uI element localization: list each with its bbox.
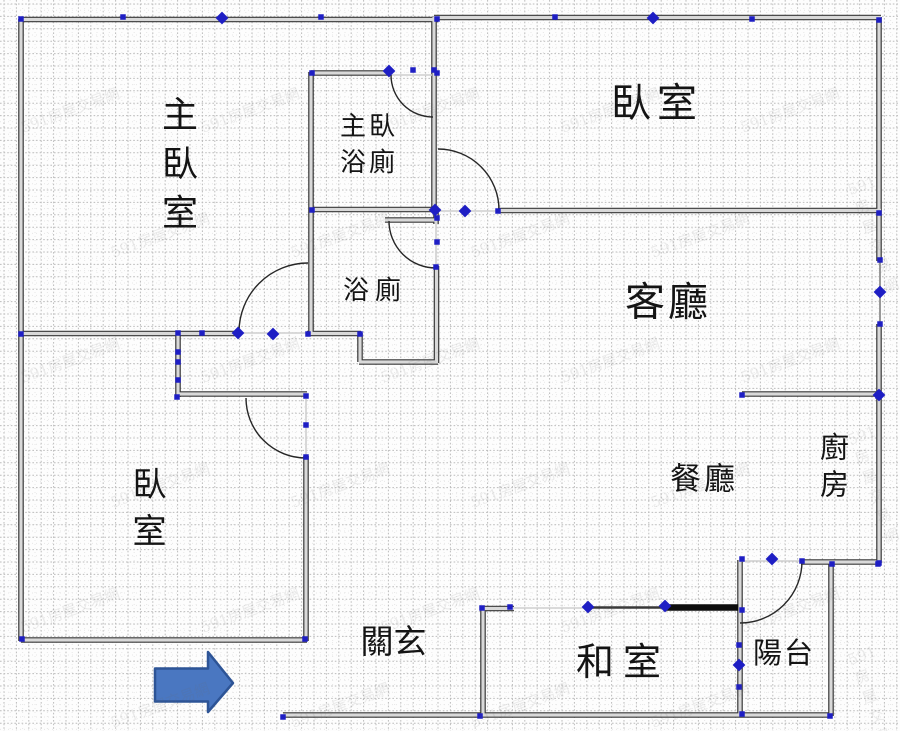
vertex-handle[interactable] [175, 330, 181, 336]
vertex-handle[interactable] [215, 11, 229, 25]
vertex-handle[interactable] [495, 208, 501, 214]
vertex-handle[interactable] [18, 16, 24, 22]
vertex-handle[interactable] [309, 207, 315, 213]
vertex-handle[interactable] [749, 16, 755, 22]
vertex-handle[interactable] [877, 321, 883, 327]
vertex-handle[interactable] [765, 552, 779, 566]
vertex-handle[interactable] [829, 561, 835, 567]
vertex-handle[interactable] [382, 64, 396, 78]
vertex-handle[interactable] [434, 215, 440, 221]
door-arcs [238, 74, 803, 624]
vertex-handle[interactable] [875, 561, 881, 567]
vertex-handle[interactable] [739, 711, 745, 717]
vertex-handle[interactable] [433, 264, 439, 270]
vertex-handle[interactable] [739, 556, 745, 562]
vertex-handle[interactable] [303, 422, 309, 428]
vertex-handle[interactable] [458, 204, 472, 218]
vertex-handle[interactable] [302, 636, 308, 642]
vertex-handle[interactable] [305, 331, 311, 337]
vertex-handle[interactable] [434, 239, 440, 245]
vertex-handle[interactable] [266, 327, 280, 341]
door-swing-arc [388, 220, 437, 269]
vertex-handle[interactable] [434, 16, 440, 22]
vertex-handle[interactable] [736, 684, 742, 690]
vertex-handle[interactable] [120, 14, 126, 20]
vertex-handle[interactable] [318, 14, 324, 20]
vertex-handle[interactable] [877, 257, 883, 263]
vertex-handle[interactable] [303, 454, 309, 460]
door-swing-arc [437, 148, 500, 211]
door-swing-arc [739, 560, 803, 624]
vertex-handle[interactable] [280, 714, 286, 720]
vertex-handle[interactable] [18, 331, 24, 337]
vertex-handle[interactable] [736, 642, 742, 648]
vertex-handle[interactable] [875, 393, 881, 399]
door-swing-arc [238, 262, 309, 333]
vertex-handle[interactable] [479, 605, 485, 611]
vertex-handle[interactable] [507, 604, 513, 610]
vertex-handle[interactable] [552, 14, 558, 20]
vertex-handle[interactable] [19, 636, 25, 642]
vertex-handle[interactable] [799, 558, 805, 564]
vertex-handle[interactable] [732, 658, 746, 672]
vertex-handle[interactable] [231, 326, 245, 340]
vertex-handle[interactable] [303, 393, 309, 399]
vertex-handle[interactable] [309, 70, 315, 76]
vertex-handle[interactable] [477, 713, 483, 719]
wall-openings [241, 74, 881, 609]
vertex-handles[interactable] [18, 11, 887, 720]
vertex-handle[interactable] [876, 210, 882, 216]
vertex-handle[interactable] [434, 70, 440, 76]
vertex-handle[interactable] [175, 349, 181, 355]
vertex-handle[interactable] [410, 67, 416, 73]
entrance-arrow-icon [153, 650, 235, 714]
vertex-handle[interactable] [174, 394, 180, 400]
vertex-handle[interactable] [199, 330, 205, 336]
vertex-handle[interactable] [739, 607, 745, 613]
vertex-handle[interactable] [175, 359, 181, 365]
vertex-handle[interactable] [827, 713, 833, 719]
vertex-handle[interactable] [876, 17, 882, 23]
vertex-handle[interactable] [431, 67, 437, 73]
vertex-handle[interactable] [357, 331, 363, 337]
vertex-handle[interactable] [428, 203, 442, 217]
door-swing-arc [245, 397, 307, 459]
door-swing-arc [390, 74, 434, 118]
vertex-handle[interactable] [175, 377, 181, 383]
vertex-handle[interactable] [739, 392, 745, 398]
